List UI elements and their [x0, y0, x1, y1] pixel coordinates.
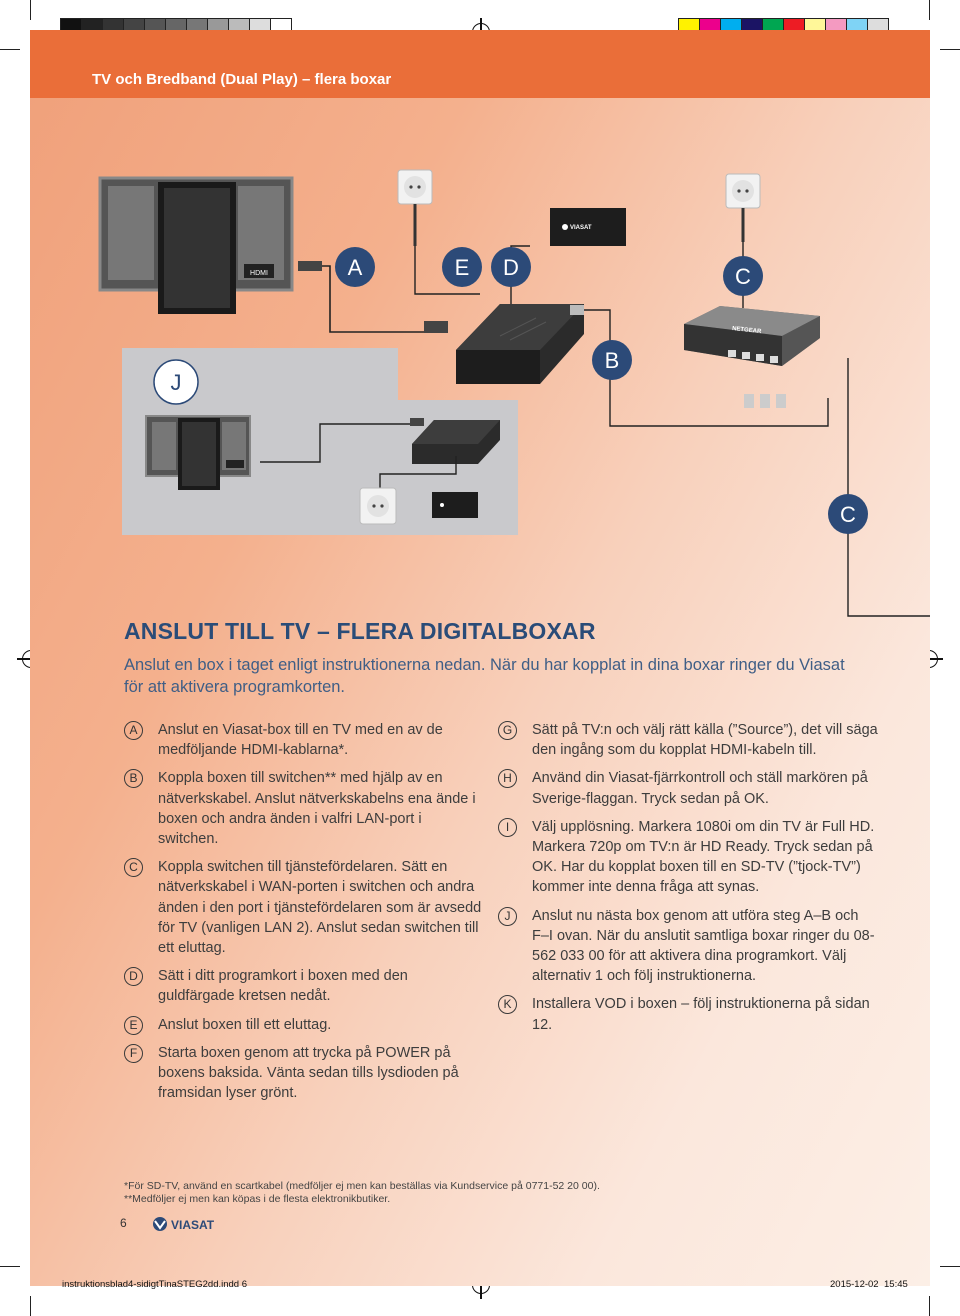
- step-item: I Välj upplösning. Markera 1080i om din T…: [498, 817, 878, 898]
- step-text: Sätt på TV:n och välj rätt källa (”Sourc…: [532, 722, 878, 759]
- step-text: Använd din Viasat-fjärrkontroll och stäl…: [532, 770, 868, 807]
- svg-text:D: D: [503, 255, 519, 280]
- footnote: *För SD-TV, använd en scartkabel (medföl…: [124, 1180, 600, 1192]
- step-text: Anslut boxen till ett eluttag.: [158, 1016, 332, 1033]
- crop-mark: [30, 0, 31, 20]
- network-cable: [584, 309, 829, 427]
- tv-secondary-icon: [145, 415, 251, 490]
- step-item: B Koppla boxen till switchen** med hjälp …: [124, 768, 484, 849]
- network-plug-icon: [776, 394, 786, 408]
- svg-text:HDMI: HDMI: [250, 270, 268, 277]
- step-item: G Sätt på TV:n och välj rätt källa (”Sour…: [498, 720, 878, 760]
- section-title: ANSLUT TILL TV – FLERA DIGITALBOXAR: [124, 618, 596, 644]
- crop-mark: [940, 1266, 960, 1267]
- svg-text:J: J: [171, 370, 182, 395]
- set-top-box-secondary-icon: [412, 420, 500, 464]
- wall-outlet-icon: [397, 169, 433, 205]
- hdmi-plug-icon: [424, 321, 448, 333]
- hdmi-plug-icon: [298, 261, 322, 271]
- network-plug-icon: [744, 394, 754, 408]
- crop-mark: [0, 49, 20, 50]
- crop-mark: [940, 49, 960, 50]
- steps-left-column: A Anslut en Viasat-box till en TV med en …: [124, 720, 484, 1111]
- svg-text:A: A: [348, 255, 363, 280]
- crop-mark: [929, 1296, 930, 1316]
- wall-outlet-icon: [359, 487, 397, 525]
- diagram-label-d: D: [491, 247, 531, 287]
- page-number: 6: [120, 1216, 127, 1230]
- step-letter-badge: H: [498, 769, 517, 789]
- svg-text:B: B: [605, 348, 620, 373]
- step-text: Starta boxen genom att trycka på POWER p…: [158, 1044, 459, 1102]
- footnotes: *För SD-TV, använd en scartkabel (medföl…: [124, 1180, 600, 1206]
- step-item: J Anslut nu nästa box genom att utföra st…: [498, 906, 878, 987]
- page-header-title: TV och Bredband (Dual Play) – flera boxa…: [92, 71, 392, 88]
- step-item: K Installera VOD i boxen – följ instrukti…: [498, 994, 878, 1034]
- program-card-icon: [432, 492, 478, 518]
- print-slug-time: 15:45: [884, 1279, 908, 1290]
- svg-text:VIASAT: VIASAT: [570, 225, 592, 231]
- step-letter-badge: J: [498, 906, 517, 926]
- crop-mark: [30, 1296, 31, 1316]
- step-letter-badge: E: [124, 1015, 143, 1035]
- step-letter-badge: C: [124, 858, 143, 878]
- footnote: **Medföljer ej men kan köpas i de flesta…: [124, 1193, 391, 1205]
- step-letter-badge: D: [124, 967, 143, 987]
- step-text: Koppla boxen till switchen** med hjälp a…: [158, 770, 476, 848]
- print-slug-date: 2015-12-02: [830, 1279, 879, 1290]
- step-item: H Använd din Viasat-fjärrkontroll och stä…: [498, 768, 878, 808]
- crop-mark: [929, 0, 930, 20]
- step-text: Anslut nu nästa box genom att utföra ste…: [532, 907, 875, 985]
- header-band: [30, 30, 930, 98]
- svg-text:C: C: [840, 502, 856, 527]
- program-card-icon: VIASAT: [550, 208, 626, 246]
- step-item: E Anslut boxen till ett eluttag.: [124, 1015, 484, 1035]
- step-letter-badge: I: [498, 817, 517, 837]
- wall-outlet-icon: [725, 173, 761, 209]
- crop-mark: [0, 1266, 20, 1267]
- set-top-box-icon: [456, 304, 584, 384]
- step-item: D Sätt i ditt programkort i boxen med den…: [124, 966, 484, 1006]
- step-text: Sätt i ditt programkort i boxen med den …: [158, 968, 408, 1005]
- svg-text:VIASAT: VIASAT: [171, 1218, 215, 1232]
- steps-right-column: G Sätt på TV:n och välj rätt källa (”Sour…: [498, 720, 878, 1043]
- diagram-label-c2: C: [828, 494, 868, 534]
- step-text: Anslut en Viasat-box till en TV med en a…: [158, 722, 443, 759]
- print-slug-file: instruktionsblad4-sidigtTinaSTEG2dd.indd…: [62, 1279, 247, 1290]
- step-letter-badge: A: [124, 721, 143, 740]
- network-switch-icon: NETGEAR: [684, 306, 820, 366]
- network-cable: [847, 358, 930, 617]
- network-plug-icon: [760, 394, 770, 408]
- viasat-logo-icon: VIASAT: [153, 1217, 215, 1232]
- diagram-label-j: J: [153, 359, 199, 405]
- step-letter-badge: B: [124, 769, 143, 789]
- svg-text:NETGEAR: NETGEAR: [732, 326, 762, 335]
- step-item: F Starta boxen genom att trycka på POWER …: [124, 1043, 484, 1104]
- svg-text:C: C: [735, 264, 751, 289]
- document-page: TV och Bredband (Dual Play) – flera boxa…: [30, 30, 930, 1286]
- step-letter-badge: G: [498, 721, 517, 740]
- step-letter-badge: F: [124, 1043, 143, 1063]
- step-text: Koppla switchen till tjänstefördelaren. …: [158, 859, 482, 957]
- diagram-label-c: C: [723, 256, 763, 296]
- section-lead: Anslut en box i taget enligt instruktion…: [124, 656, 845, 696]
- step-letter-badge: K: [498, 995, 517, 1015]
- connection-diagram: HDMI VIASAT: [98, 169, 930, 617]
- network-plug-icon: [570, 305, 584, 315]
- diagram-label-a: A: [335, 247, 375, 287]
- step-text: Installera VOD i boxen – följ instruktio…: [532, 996, 870, 1033]
- svg-text:E: E: [455, 255, 470, 280]
- tv-main-icon: HDMI: [98, 176, 294, 314]
- diagram-label-b: B: [592, 340, 632, 380]
- step-item: A Anslut en Viasat-box till en TV med en …: [124, 720, 484, 760]
- step-item: C Koppla switchen till tjänstefördelaren.…: [124, 857, 484, 958]
- step-text: Välj upplösning. Markera 1080i om din TV…: [532, 818, 875, 896]
- diagram-label-e: E: [442, 247, 482, 287]
